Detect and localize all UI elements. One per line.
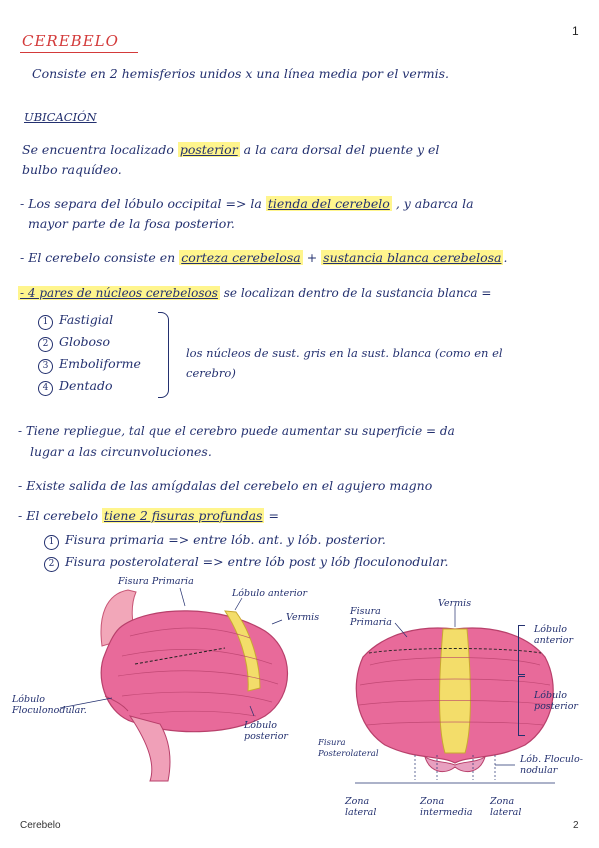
bullet-1-text-a: - Los separa del lóbulo occipital => la bbox=[20, 196, 262, 211]
fig2-lobulo-posterior-label: Lóbulo posterior bbox=[534, 690, 578, 712]
bullet-4-line-1: - Tiene repliegue, tal que el cerebro pu… bbox=[18, 424, 455, 438]
cerebellum-dorsal-drawing bbox=[355, 605, 555, 784]
location-line-1: Se encuentra localizado posterior a la c… bbox=[22, 142, 439, 157]
fig2-zona-lateral-1-label: Zona lateral bbox=[345, 796, 377, 818]
bullet-2-period: . bbox=[503, 250, 508, 265]
location-line-2: bulbo raquídeo. bbox=[22, 162, 122, 177]
bullet-2-plus: + bbox=[306, 250, 318, 265]
fig2-vermis-label: Vermis bbox=[438, 598, 472, 609]
bullet-1-line-2: mayor parte de la fosa posterior. bbox=[28, 216, 235, 231]
fig2-fisura-posterolateral-label: Fisura Posterolateral bbox=[318, 738, 379, 759]
nuclei-note-1: los núcleos de sust. gris en la sust. bl… bbox=[186, 346, 503, 360]
page-title: CEREBELO bbox=[22, 32, 119, 50]
location-text-c: a la cara dorsal del puente y el bbox=[243, 142, 440, 157]
bullet-6-line: - El cerebelo tiene 2 fisuras profundas … bbox=[18, 508, 279, 523]
location-highlight-posterior: posterior bbox=[177, 142, 240, 157]
location-text-a: Se encuentra localizado bbox=[22, 142, 174, 157]
fig2-lob-flocu-label: Lób. Floculo- nodular bbox=[520, 754, 583, 776]
bullet-2-text-a: - El cerebelo consiste en bbox=[20, 250, 176, 265]
bullet-3-line: - 4 pares de núcleos cerebelosos se loca… bbox=[18, 286, 491, 300]
footer-page-number: 2 bbox=[573, 820, 579, 831]
bullet-1-highlight: tienda del cerebelo bbox=[265, 196, 392, 211]
fig1-lobulo-posterior-label: Lóbulo posterior bbox=[244, 720, 288, 742]
title-underline bbox=[20, 52, 138, 53]
bullet-2-highlight-sustancia: sustancia blanca cerebelosa bbox=[321, 250, 504, 265]
bullet-4-line-2: lugar a las circunvoluciones. bbox=[30, 444, 212, 459]
fig2-bracket-posterior bbox=[518, 676, 525, 736]
bullet-6-text-a: - El cerebelo bbox=[18, 508, 98, 523]
fig2-zona-intermedia-label: Zona intermedia bbox=[420, 796, 473, 818]
bullet-6-equals: = bbox=[268, 508, 279, 523]
cerebellum-lateral-drawing bbox=[59, 587, 288, 782]
intro-text: Consiste en 2 hemisferios unidos x una l… bbox=[32, 66, 449, 81]
bullet-3-highlight: - 4 pares de núcleos cerebelosos bbox=[18, 286, 220, 300]
fig1-lobulo-anterior-label: Lóbulo anterior bbox=[232, 588, 308, 599]
bullet-2-highlight-corteza: corteza cerebelosa bbox=[179, 250, 303, 265]
bullet-3-text-b: se localizan dentro de la sustancia blan… bbox=[223, 286, 492, 300]
fig2-lobulo-anterior-label: Lóbulo anterior bbox=[534, 624, 574, 646]
bullet-6-highlight: tiene 2 fisuras profundas bbox=[101, 508, 265, 523]
bullet-1-text-c: , y abarca la bbox=[395, 196, 474, 211]
nuclei-note-2: cerebro) bbox=[186, 366, 236, 380]
fig1-vermis-label: Vermis bbox=[286, 612, 320, 623]
fig2-bracket-anterior bbox=[518, 625, 525, 675]
fig1-lobulo-flocu-label: Lóbulo Floculonodular. bbox=[12, 694, 87, 716]
fig2-fisura-primaria-label: Fisura Primaria bbox=[350, 606, 392, 628]
fig1-fisura-primaria-label: Fisura Primaria bbox=[118, 576, 194, 587]
bullet-2-line: - El cerebelo consiste en corteza cerebe… bbox=[20, 250, 507, 265]
page-corner-number: 1 bbox=[572, 24, 579, 38]
footer-label: Cerebelo bbox=[20, 820, 61, 831]
bullet-5-line: - Existe salida de las amígdalas del cer… bbox=[18, 478, 433, 493]
fig2-zona-lateral-2-label: Zona lateral bbox=[490, 796, 522, 818]
nuclei-brace bbox=[158, 312, 169, 398]
section-heading: UBICACIÓN bbox=[24, 110, 97, 124]
bullet-1-line-1: - Los separa del lóbulo occipital => la … bbox=[20, 196, 474, 211]
